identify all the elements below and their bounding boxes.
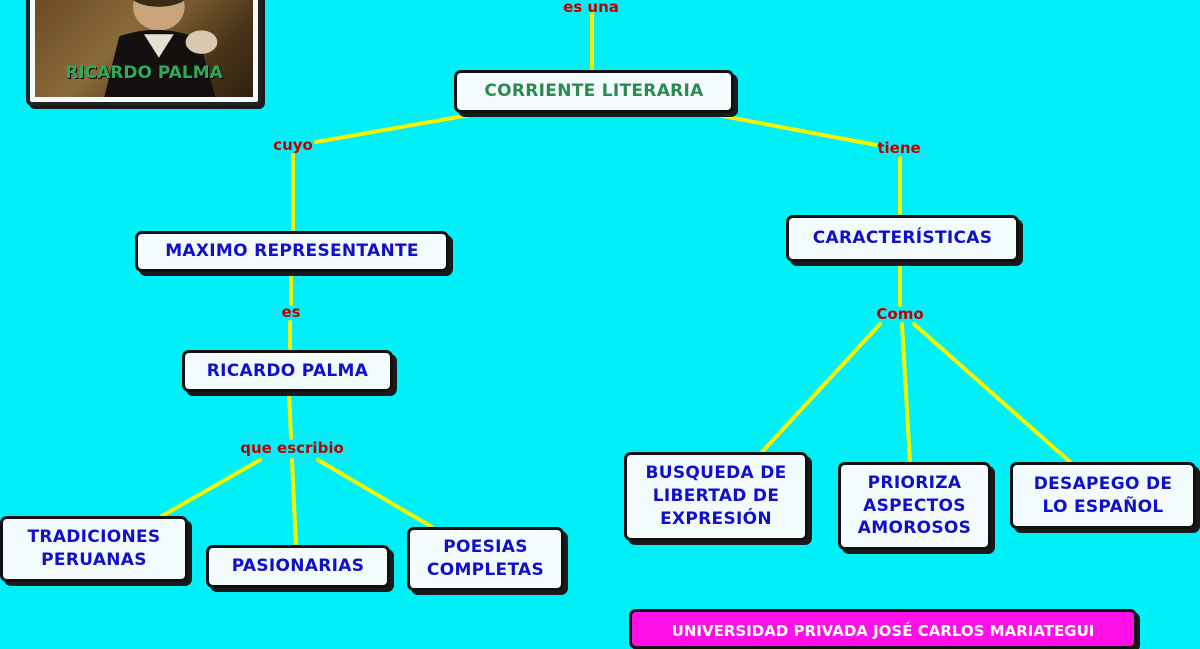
link-label-como: Como <box>876 305 924 323</box>
connector-que-escribio-pasionarias <box>290 458 298 547</box>
node-corriente-literaria: CORRIENTE LITERARIA <box>454 70 734 113</box>
node-pasionarias: PASIONARIAS <box>206 545 390 588</box>
link-label-cuyo: cuyo <box>273 136 313 154</box>
link-label-que-escribio: que escribio <box>240 439 344 457</box>
link-label-tiene: tiene <box>877 139 921 157</box>
node-desapego-espanol: DESAPEGO DE LO ESPAÑOL <box>1010 462 1196 529</box>
node-ricardo-palma: RICARDO PALMA <box>182 350 393 392</box>
connector-como-busqueda <box>760 322 882 454</box>
connector-que-escribio-tradiciones <box>160 458 262 518</box>
portrait-figure <box>104 0 218 97</box>
connector-que-escribio-poesias <box>316 458 434 529</box>
node-maximo-representante: MAXIMO REPRESENTANTE <box>135 231 449 272</box>
portrait-caption: RICARDO PALMA <box>65 63 223 83</box>
connector-lines <box>160 12 1072 547</box>
node-prioriza-aspectos: PRIORIZA ASPECTOS AMOROSOS <box>838 462 991 550</box>
connector-como-desapego <box>912 322 1072 464</box>
connector-como-prioriza <box>900 322 912 464</box>
link-label-es-una: es una <box>563 0 619 16</box>
portrait-photo: RICARDO PALMA <box>35 0 253 97</box>
node-poesias-completas: POESIAS COMPLETAS <box>407 527 564 591</box>
portrait-frame: RICARDO PALMA <box>26 0 262 106</box>
node-tradiciones-peruanas: TRADICIONES PERUANAS <box>0 516 188 582</box>
node-busqueda-libertad: BUSQUEDA DE LIBERTAD DE EXPRESIÓN <box>624 452 808 541</box>
link-label-es: es <box>281 303 301 321</box>
university-banner: UNIVERSIDAD PRIVADA JOSÉ CARLOS MARIATEG… <box>629 609 1137 649</box>
node-caracteristicas: CARACTERÍSTICAS <box>786 215 1019 262</box>
connector-root-cuyo <box>314 112 477 144</box>
connector-root-tiene <box>710 112 878 147</box>
connector-ricardo-que-escribio <box>287 390 293 440</box>
